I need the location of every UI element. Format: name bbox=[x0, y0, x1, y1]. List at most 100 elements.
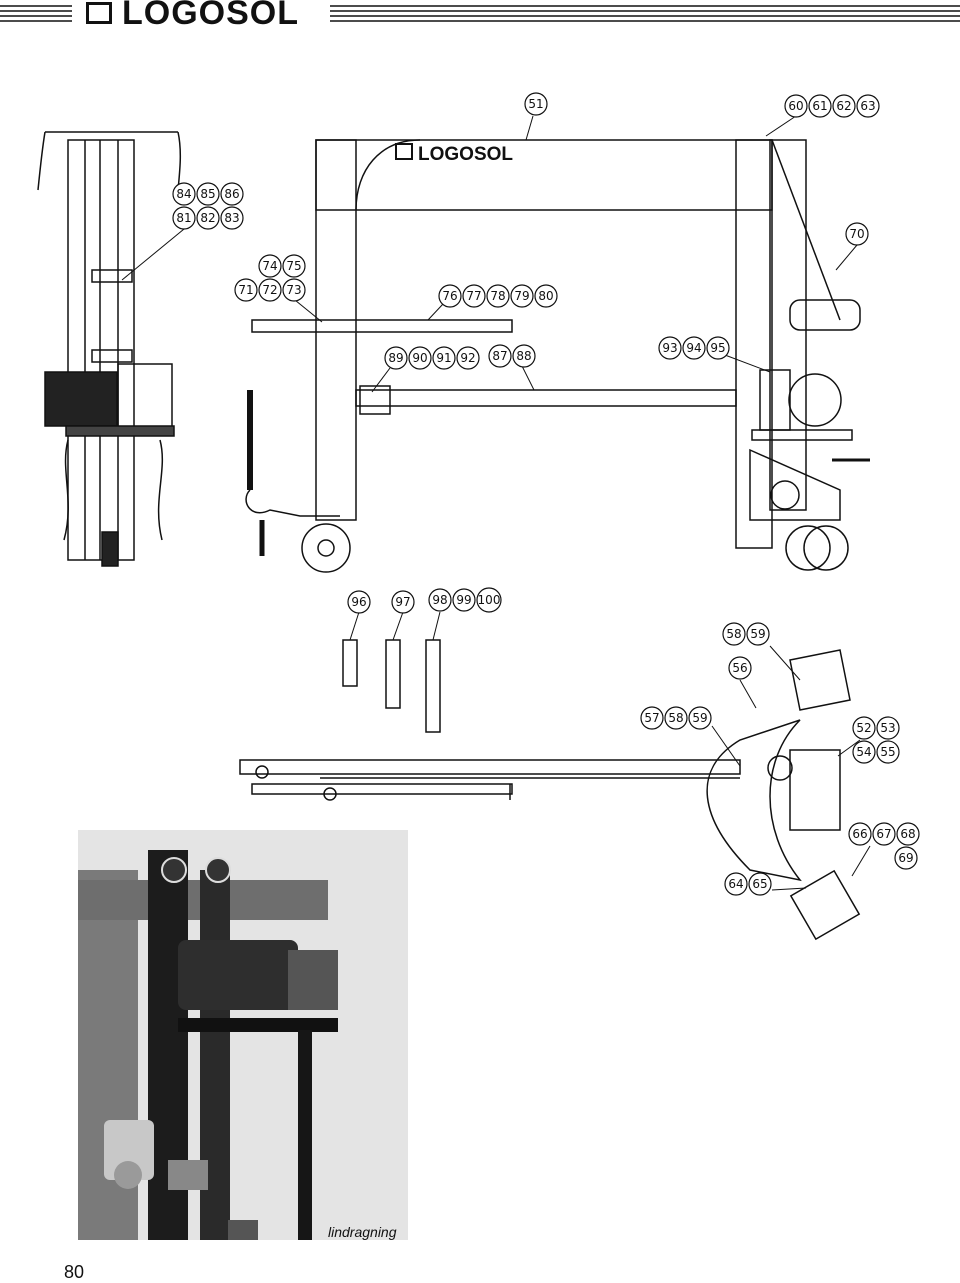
svg-text:98: 98 bbox=[432, 593, 447, 607]
svg-text:80: 80 bbox=[538, 289, 553, 303]
callout-82: 82 bbox=[196, 206, 220, 230]
callout-76: 76 bbox=[438, 284, 462, 308]
svg-text:74: 74 bbox=[262, 259, 277, 273]
callout-71: 71 bbox=[234, 278, 258, 302]
callout-57: 57 bbox=[640, 706, 664, 730]
callout-95: 95 bbox=[706, 336, 730, 360]
svg-text:87: 87 bbox=[492, 349, 507, 363]
svg-text:64: 64 bbox=[728, 877, 743, 891]
svg-text:58: 58 bbox=[726, 627, 741, 641]
svg-text:82: 82 bbox=[200, 211, 215, 225]
svg-text:52: 52 bbox=[856, 721, 871, 735]
svg-text:69: 69 bbox=[898, 851, 913, 865]
svg-text:71: 71 bbox=[238, 283, 253, 297]
callout-58-mid: 58 bbox=[664, 706, 688, 730]
callout-62: 62 bbox=[832, 94, 856, 118]
svg-text:91: 91 bbox=[436, 351, 451, 365]
callout-93: 93 bbox=[658, 336, 682, 360]
technical-drawing: LOGOSOL 51 60 61 62 63 70 84 85 86 81 82… bbox=[37, 92, 920, 941]
callout-59-mid: 59 bbox=[688, 706, 712, 730]
svg-text:75: 75 bbox=[286, 259, 301, 273]
callout-90: 90 bbox=[408, 346, 432, 370]
svg-text:56: 56 bbox=[732, 661, 747, 675]
svg-text:60: 60 bbox=[788, 99, 803, 113]
callout-98: 98 bbox=[428, 588, 452, 612]
svg-text:84: 84 bbox=[176, 187, 191, 201]
svg-text:99: 99 bbox=[456, 593, 471, 607]
svg-text:70: 70 bbox=[849, 227, 864, 241]
svg-text:85: 85 bbox=[200, 187, 215, 201]
callout-92: 92 bbox=[456, 346, 480, 370]
callout-64: 64 bbox=[724, 872, 748, 896]
svg-text:62: 62 bbox=[836, 99, 851, 113]
callout-70: 70 bbox=[845, 222, 869, 246]
callout-88: 88 bbox=[512, 344, 536, 368]
svg-text:72: 72 bbox=[262, 283, 277, 297]
callout-73: 73 bbox=[282, 278, 306, 302]
svg-text:54: 54 bbox=[856, 745, 871, 759]
callout-54: 54 bbox=[852, 740, 876, 764]
callout-52: 52 bbox=[852, 716, 876, 740]
guide-rails-drawing bbox=[342, 639, 441, 733]
svg-text:97: 97 bbox=[395, 595, 410, 609]
svg-text:51: 51 bbox=[528, 97, 543, 111]
callout-100: 100 bbox=[476, 587, 502, 613]
svg-text:66: 66 bbox=[852, 827, 867, 841]
svg-text:58: 58 bbox=[668, 711, 683, 725]
svg-text:96: 96 bbox=[351, 595, 366, 609]
logo-mark-icon bbox=[86, 2, 112, 24]
svg-text:94: 94 bbox=[686, 341, 701, 355]
callout-72: 72 bbox=[258, 278, 282, 302]
callout-53: 53 bbox=[876, 716, 900, 740]
callout-78: 78 bbox=[486, 284, 510, 308]
callout-65: 65 bbox=[748, 872, 772, 896]
callout-85: 85 bbox=[196, 182, 220, 206]
page-header: LOGOSOL bbox=[0, 0, 960, 32]
callout-91: 91 bbox=[432, 346, 456, 370]
callout-56: 56 bbox=[728, 656, 752, 680]
callout-75: 75 bbox=[282, 254, 306, 278]
svg-text:78: 78 bbox=[490, 289, 505, 303]
callout-89: 89 bbox=[384, 346, 408, 370]
callout-67: 67 bbox=[872, 822, 896, 846]
svg-text:61: 61 bbox=[812, 99, 827, 113]
callout-69: 69 bbox=[894, 846, 918, 870]
callout-55: 55 bbox=[876, 740, 900, 764]
svg-text:92: 92 bbox=[460, 351, 475, 365]
callout-58-top: 58 bbox=[722, 622, 746, 646]
svg-text:79: 79 bbox=[514, 289, 529, 303]
svg-text:76: 76 bbox=[442, 289, 457, 303]
svg-text:59: 59 bbox=[692, 711, 707, 725]
frame-logo-text: LOGOSOL bbox=[418, 144, 513, 165]
callout-51: 51 bbox=[524, 92, 548, 116]
callout-96: 96 bbox=[347, 590, 371, 614]
callout-87: 87 bbox=[488, 344, 512, 368]
svg-text:55: 55 bbox=[880, 745, 895, 759]
svg-text:90: 90 bbox=[412, 351, 427, 365]
photo-caption: lindragning bbox=[328, 1224, 397, 1240]
callout-83: 83 bbox=[220, 206, 244, 230]
svg-text:100: 100 bbox=[478, 593, 501, 607]
svg-text:95: 95 bbox=[710, 341, 725, 355]
brand-logo: LOGOSOL bbox=[122, 0, 299, 32]
header-rule-lines bbox=[0, 5, 960, 22]
callout-74: 74 bbox=[258, 254, 282, 278]
front-frame-drawing bbox=[245, 139, 870, 573]
svg-text:63: 63 bbox=[860, 99, 875, 113]
svg-text:88: 88 bbox=[516, 349, 531, 363]
photo-illustration bbox=[78, 830, 408, 1240]
top-view-drawing bbox=[239, 649, 861, 941]
svg-text:93: 93 bbox=[662, 341, 677, 355]
motor-assembly-photo bbox=[78, 830, 408, 1240]
page-number: 80 bbox=[64, 1262, 85, 1282]
side-view-drawing bbox=[37, 131, 182, 567]
callout-63: 63 bbox=[856, 94, 880, 118]
callout-99: 99 bbox=[452, 588, 476, 612]
svg-text:67: 67 bbox=[876, 827, 891, 841]
callout-60: 60 bbox=[784, 94, 808, 118]
svg-text:83: 83 bbox=[224, 211, 239, 225]
svg-text:68: 68 bbox=[900, 827, 915, 841]
callout-97: 97 bbox=[391, 590, 415, 614]
callout-68: 68 bbox=[896, 822, 920, 846]
callout-84: 84 bbox=[172, 182, 196, 206]
